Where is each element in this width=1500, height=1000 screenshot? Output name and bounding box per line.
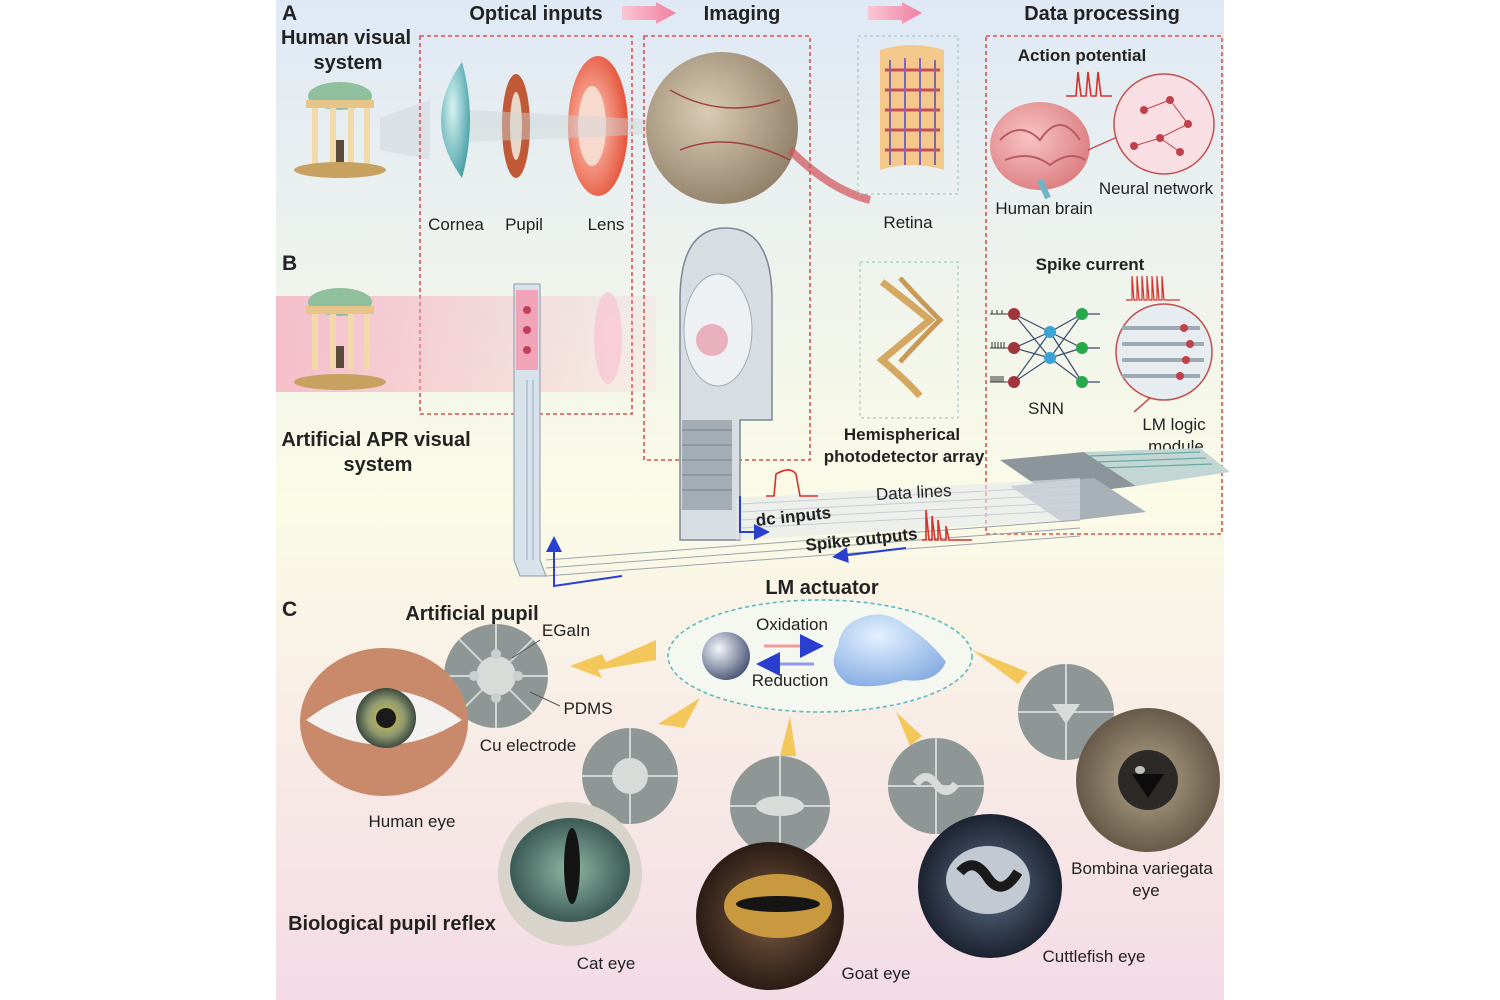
hemispherical-photodetector-device <box>679 227 773 541</box>
label-bombina-line2: eye <box>1132 881 1159 900</box>
label-reduction: Reduction <box>752 671 829 690</box>
label-snn: SNN <box>1028 399 1064 418</box>
spike-output-train <box>922 509 972 541</box>
label-lens: Lens <box>588 215 625 234</box>
pupil-icon-bombina <box>1018 664 1114 760</box>
pupil-icon-cat <box>582 728 678 824</box>
label-cu-electrode: Cu electrode <box>480 736 576 755</box>
cuttlefish-eye-photo <box>918 814 1062 958</box>
dashed-box-processing <box>985 35 1223 535</box>
human-system-title-line2: system <box>314 52 383 74</box>
photodetector-array-icon <box>876 276 944 399</box>
label-neural-network: Neural network <box>1099 179 1214 198</box>
human-eye-photo <box>300 648 468 796</box>
spike-output-arrow <box>832 547 907 563</box>
label-cornea: Cornea <box>428 215 484 234</box>
goat-eye-photo <box>696 842 844 990</box>
egain-pointer <box>511 639 541 659</box>
label-goat-eye: Goat eye <box>842 964 911 983</box>
panel-label-c: C <box>282 598 297 621</box>
label-photodetector-line1: Hemispherical <box>844 425 960 444</box>
brain-icon <box>990 102 1090 200</box>
label-bombina-line1: Bombina variegata <box>1071 859 1213 878</box>
cornea-icon <box>441 62 470 178</box>
light-beam-a <box>380 100 430 160</box>
cat-eye-photo <box>498 802 642 946</box>
flow-arrow-1 <box>622 2 676 24</box>
pdms-pointer <box>529 691 561 707</box>
snn-diagram <box>990 308 1100 388</box>
artificial-system-title-line2: system <box>344 454 413 476</box>
temple-icon-artificial <box>294 288 386 390</box>
actuator-arrows <box>570 640 1028 756</box>
artificial-pupil-icon <box>444 624 548 728</box>
light-path-a <box>470 110 660 142</box>
neural-network-icon <box>1087 73 1215 175</box>
panel-label-b: B <box>282 252 297 275</box>
label-retina: Retina <box>883 213 933 232</box>
panel-label-a: A <box>282 2 297 25</box>
label-pupil: Pupil <box>505 215 543 234</box>
label-photodetector-line2: photodetector array <box>824 447 985 466</box>
label-oxidation: Oxidation <box>756 615 828 634</box>
pupil-icon-cuttlefish <box>888 738 984 834</box>
label-action-potential: Action potential <box>1018 46 1146 65</box>
pupil-icon <box>502 74 530 178</box>
flow-arrow-2 <box>868 2 922 24</box>
lm-actuator-title: LM actuator <box>765 577 879 599</box>
data-lines <box>545 478 1081 577</box>
label-human-eye: Human eye <box>369 812 456 831</box>
lm-actuator-diagram <box>667 599 973 713</box>
retina-icon <box>880 45 944 170</box>
label-human-brain: Human brain <box>995 199 1092 218</box>
dc-input-arrow <box>739 496 770 540</box>
temple-icon <box>294 82 386 178</box>
pupil-icon-goat <box>730 756 830 856</box>
artificial-pupil-column <box>513 283 547 577</box>
label-spike-current: Spike current <box>1036 255 1145 274</box>
label-cuttlefish-eye: Cuttlefish eye <box>1043 947 1146 966</box>
bombina-eye-photo <box>1076 708 1220 852</box>
lm-logic-module-zoom <box>1115 303 1213 413</box>
header-imaging: Imaging <box>704 3 781 25</box>
label-egain: EGaIn <box>542 621 590 640</box>
spike-current-train <box>1126 275 1180 301</box>
photodetector-zoom-frame <box>859 261 959 419</box>
artificial-lens-icon <box>594 292 622 384</box>
label-cat-eye: Cat eye <box>577 954 636 973</box>
dc-input-pulse <box>766 469 818 497</box>
label-pdms: PDMS <box>563 699 612 718</box>
label-data-lines: Data lines <box>875 481 952 504</box>
biological-pupil-reflex-title: Biological pupil reflex <box>288 913 496 935</box>
human-system-title-line1: Human visual <box>281 27 411 49</box>
retina-frame <box>857 35 959 195</box>
header-optical-inputs: Optical inputs <box>469 3 602 25</box>
lens-icon <box>568 56 628 196</box>
feedback-arrow <box>546 536 623 588</box>
eyeball-icon <box>646 52 872 204</box>
label-lm-logic-line1: LM logic <box>1142 415 1206 434</box>
action-potential-spikes <box>1066 71 1112 97</box>
header-data-processing: Data processing <box>1024 3 1180 25</box>
artificial-pupil-title: Artificial pupil <box>405 603 538 625</box>
artificial-system-title-line1: Artificial APR visual <box>281 429 470 451</box>
